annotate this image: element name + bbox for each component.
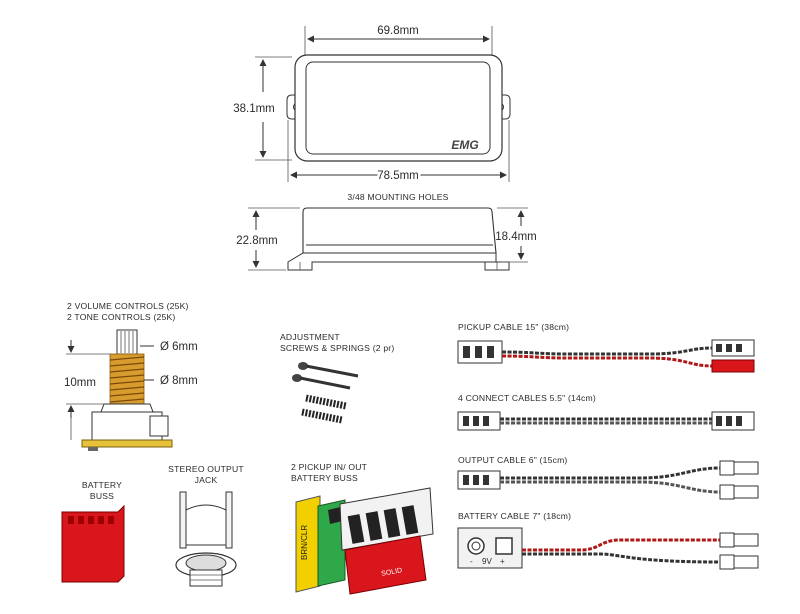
emg-logo: EMG <box>451 138 478 152</box>
pickup-side-view: 3/48 MOUNTING HOLES 22.8mm 18.4mm <box>236 192 537 271</box>
potentiometer: 2 VOLUME CONTROLS (25K) 2 TONE CONTROLS … <box>64 301 198 451</box>
thread-diameter-label: Ø 8mm <box>160 375 198 387</box>
spring-2 <box>301 408 343 424</box>
top-width-label: 69.8mm <box>377 25 419 37</box>
body-height-label: 18.4mm <box>495 231 537 243</box>
side-height-label: 22.8mm <box>236 235 278 247</box>
battery-plus-sign: + <box>500 557 505 566</box>
pickup-cable-label: PICKUP CABLE 15" (38cm) <box>458 322 569 332</box>
screws-line1: ADJUSTMENT <box>280 332 340 342</box>
cables: PICKUP CABLE 15" (38cm) 4 CONNECT CABLES… <box>457 322 759 570</box>
battery-buss: BATTERY BUSS <box>61 480 125 583</box>
red-buss-text: SOLID <box>381 567 403 578</box>
height-label: 38.1mm <box>233 103 275 115</box>
battery-buss-line1: BATTERY <box>82 480 122 490</box>
pots-line1: 2 VOLUME CONTROLS (25K) <box>67 301 189 311</box>
screw-2 <box>292 374 351 390</box>
overall-width-label: 78.5mm <box>377 170 419 182</box>
battery-9v-label: 9V <box>482 557 492 566</box>
battery-buss-line2: BUSS <box>90 491 114 501</box>
adjustment-screws: ADJUSTMENT SCREWS & SPRINGS (2 pr) <box>280 332 394 424</box>
jack-line1: STEREO OUTPUT <box>168 464 244 474</box>
pots-line2: 2 TONE CONTROLS (25K) <box>67 312 175 322</box>
connect-cable-label: 4 CONNECT CABLES 5.5" (14cm) <box>458 393 596 403</box>
spring-1 <box>305 394 347 410</box>
pickup-top-view: 69.8mm EMG 38.1mm 78.5mm <box>233 25 511 185</box>
green-buss-text: BRN/CLR <box>300 525 309 560</box>
shaft-diameter-label: Ø 6mm <box>160 341 198 353</box>
output-cable-label: OUTPUT CABLE 6" (15cm) <box>458 455 568 465</box>
screw-1 <box>298 362 359 378</box>
shaft-length-label: 10mm <box>64 377 96 389</box>
mounting-holes-label: 3/48 MOUNTING HOLES <box>347 192 448 202</box>
battery-cable-label: BATTERY CABLE 7" (18cm) <box>458 511 571 521</box>
battery-minus-sign: - <box>470 557 473 566</box>
pickup-buss-line1: 2 PICKUP IN/ OUT <box>291 462 368 472</box>
pickup-battery-buss: 2 PICKUP IN/ OUT BATTERY BUSS BRN/CLR SO… <box>291 462 434 595</box>
pickup-buss-line2: BATTERY BUSS <box>291 473 358 483</box>
screws-line2: SCREWS & SPRINGS (2 pr) <box>280 343 394 353</box>
stereo-output-jack: STEREO OUTPUT JACK <box>168 464 244 587</box>
jack-line2: JACK <box>195 475 218 485</box>
